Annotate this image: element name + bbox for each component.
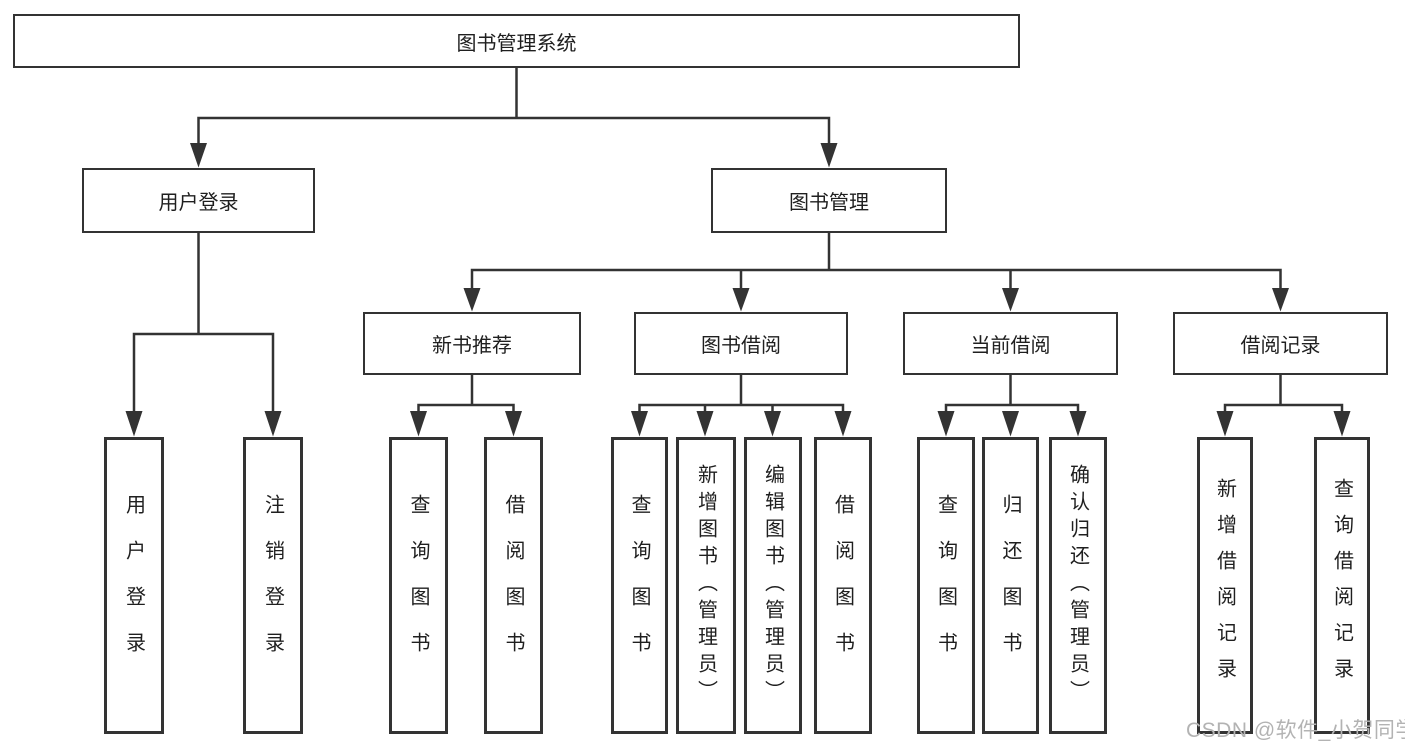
- node-book-borrowing: 图书借阅: [634, 312, 848, 375]
- leaf-label: 查询图书: [934, 493, 957, 678]
- leaf-label: 新增借阅记录: [1213, 477, 1236, 694]
- leaf-query-books-borrow: 查询图书: [611, 437, 668, 734]
- leaf-confirm-return-admin: 确认归还（管理员）: [1049, 437, 1107, 734]
- arrowheads: [125, 143, 1351, 437]
- node-user-login: 用户登录: [82, 168, 315, 233]
- leaf-borrow-books: 借阅图书: [814, 437, 872, 734]
- node-borrow-records: 借阅记录: [1173, 312, 1388, 375]
- leaf-label: 借阅图书: [831, 493, 854, 678]
- leaf-label: 查询借阅记录: [1330, 477, 1353, 694]
- leaf-label: 确认归还（管理员）: [1066, 464, 1089, 707]
- leaf-label: 新增图书（管理员）: [694, 464, 717, 707]
- leaf-query-books-recommend: 查询图书: [389, 437, 448, 734]
- node-library-system-root: 图书管理系统: [13, 14, 1020, 68]
- leaf-borrow-books-recommend: 借阅图书: [484, 437, 543, 734]
- node-label: 用户登录: [158, 192, 239, 214]
- node-current-borrowing: 当前借阅: [903, 312, 1118, 375]
- node-label: 图书管理: [789, 192, 869, 214]
- node-label: 新书推荐: [432, 335, 512, 357]
- leaf-logout: 注销登录: [243, 437, 303, 734]
- leaf-edit-books-admin: 编辑图书（管理员）: [744, 437, 802, 734]
- leaf-label: 借阅图书: [502, 493, 524, 678]
- leaf-user-login: 用户登录: [104, 437, 164, 734]
- node-label: 借阅记录: [1240, 335, 1321, 357]
- leaf-label: 用户登录: [122, 493, 145, 678]
- leaf-return-books: 归还图书: [982, 437, 1039, 734]
- leaf-label: 查询图书: [407, 493, 429, 678]
- node-label: 当前借阅: [970, 335, 1051, 357]
- node-label: 图书管理系统: [456, 32, 577, 55]
- leaf-query-borrow-record: 查询借阅记录: [1314, 437, 1370, 734]
- csdn-watermark: CSDN @软件_小贺同学: [1186, 719, 1405, 742]
- node-book-management: 图书管理: [711, 168, 947, 233]
- leaf-label: 注销登录: [261, 493, 284, 678]
- leaf-query-books-current: 查询图书: [917, 437, 975, 734]
- node-label: 图书借阅: [701, 335, 781, 357]
- connector-stems: [132, 66, 1344, 414]
- node-new-book-recommend: 新书推荐: [363, 312, 581, 375]
- leaf-label: 查询图书: [628, 493, 650, 678]
- leaf-label: 编辑图书（管理员）: [761, 464, 784, 707]
- leaf-label: 归还图书: [999, 493, 1021, 678]
- leaf-add-books-admin: 新增图书（管理员）: [676, 437, 736, 734]
- leaf-add-borrow-record: 新增借阅记录: [1197, 437, 1253, 734]
